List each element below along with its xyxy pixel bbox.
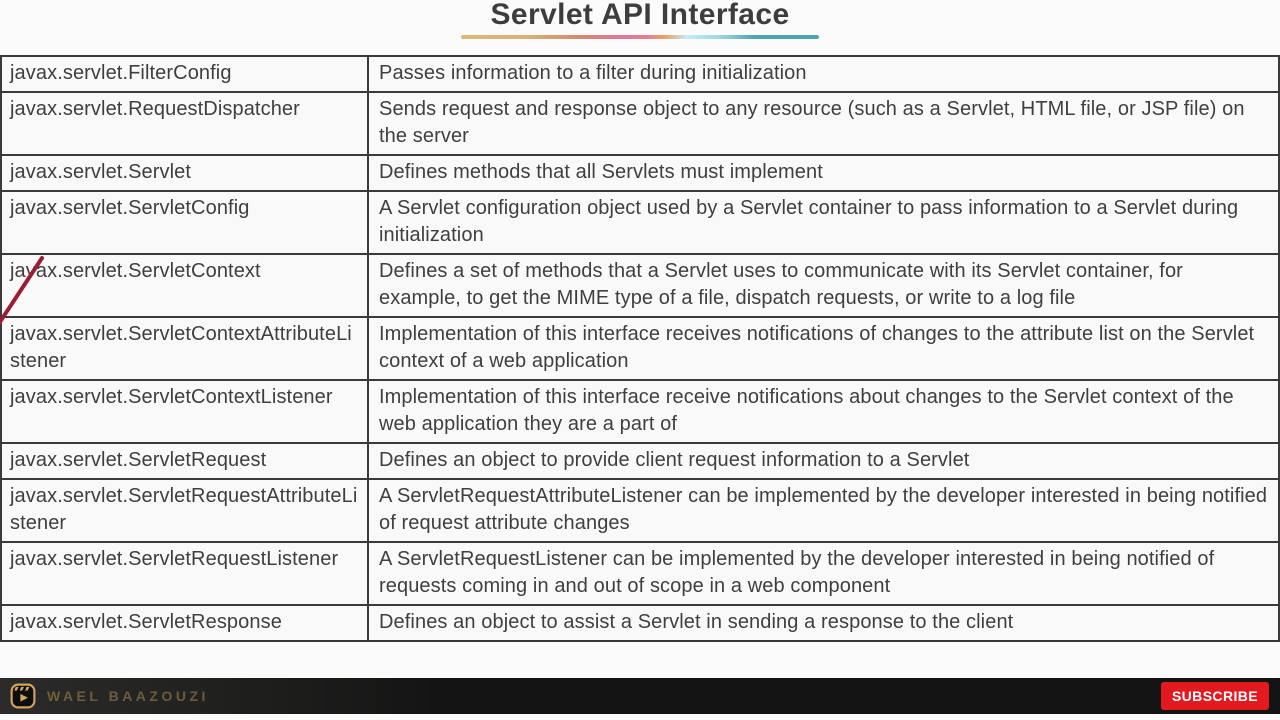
channel-watermark: WAEL BAAZOUZI — [10, 678, 209, 714]
interface-description-cell: Defines an object to provide client requ… — [367, 442, 1280, 480]
interface-name-cell: javax.servlet.ServletContext — [0, 253, 369, 318]
table-row: javax.servlet.Servlet Defines methods th… — [0, 154, 1280, 192]
table-row: javax.servlet.FilterConfig Passes inform… — [0, 55, 1280, 93]
interface-name-cell: javax.servlet.ServletRequestAttributeLis… — [0, 478, 369, 543]
interface-description-cell: Implementation of this interface receive… — [367, 379, 1280, 444]
table-row: javax.servlet.ServletConfig A Servlet co… — [0, 190, 1280, 255]
table-row: javax.servlet.RequestDispatcher Sends re… — [0, 91, 1280, 156]
table-row: javax.servlet.ServletContext Defines a s… — [0, 253, 1280, 318]
channel-name: WAEL BAAZOUZI — [47, 688, 209, 704]
interface-name-cell: javax.servlet.RequestDispatcher — [0, 91, 369, 156]
interface-name-cell: javax.servlet.ServletResponse — [0, 604, 369, 642]
interface-name-cell: javax.servlet.ServletContextListener — [0, 379, 369, 444]
channel-logo-icon — [10, 683, 36, 709]
interface-description-cell: A Servlet configuration object used by a… — [367, 190, 1280, 255]
interface-name-cell: javax.servlet.FilterConfig — [0, 55, 369, 93]
table-row: javax.servlet.ServletContextListener Imp… — [0, 379, 1280, 444]
interface-description-cell: Defines a set of methods that a Servlet … — [367, 253, 1280, 318]
interface-description-cell: A ServletRequestAttributeListener can be… — [367, 478, 1280, 543]
interface-description-cell: A ServletRequestListener can be implemen… — [367, 541, 1280, 606]
table-row: javax.servlet.ServletRequestListener A S… — [0, 541, 1280, 606]
table-row: javax.servlet.ServletResponse Defines an… — [0, 604, 1280, 642]
interface-name-cell: javax.servlet.ServletConfig — [0, 190, 369, 255]
subscribe-button[interactable]: SUBSCRIBE — [1160, 682, 1269, 710]
table-row: javax.servlet.ServletRequest Defines an … — [0, 442, 1280, 480]
video-bottom-bar: WAEL BAAZOUZI SUBSCRIBE — [0, 678, 1280, 714]
table-row: javax.servlet.ServletRequestAttributeLis… — [0, 478, 1280, 543]
servlet-api-table: javax.servlet.FilterConfig Passes inform… — [0, 55, 1280, 642]
page-title: Servlet API Interface — [490, 0, 790, 31]
slide: Servlet API Interface javax.servlet.Filt… — [0, 0, 1280, 642]
interface-name-cell: javax.servlet.ServletContextAttributeLis… — [0, 316, 369, 381]
watermark-strip — [0, 678, 440, 714]
table-row: javax.servlet.ServletContextAttributeLis… — [0, 316, 1280, 381]
interface-description-cell: Passes information to a filter during in… — [367, 55, 1280, 93]
interface-name-cell: javax.servlet.ServletRequest — [0, 442, 369, 480]
interface-description-cell: Implementation of this interface receive… — [367, 316, 1280, 381]
interface-description-cell: Defines an object to assist a Servlet in… — [367, 604, 1280, 642]
interface-description-cell: Defines methods that all Servlets must i… — [367, 154, 1280, 192]
interface-description-cell: Sends request and response object to any… — [367, 91, 1280, 156]
title-underline — [461, 35, 819, 39]
interface-name-cell: javax.servlet.Servlet — [0, 154, 369, 192]
interface-name-cell: javax.servlet.ServletRequestListener — [0, 541, 369, 606]
